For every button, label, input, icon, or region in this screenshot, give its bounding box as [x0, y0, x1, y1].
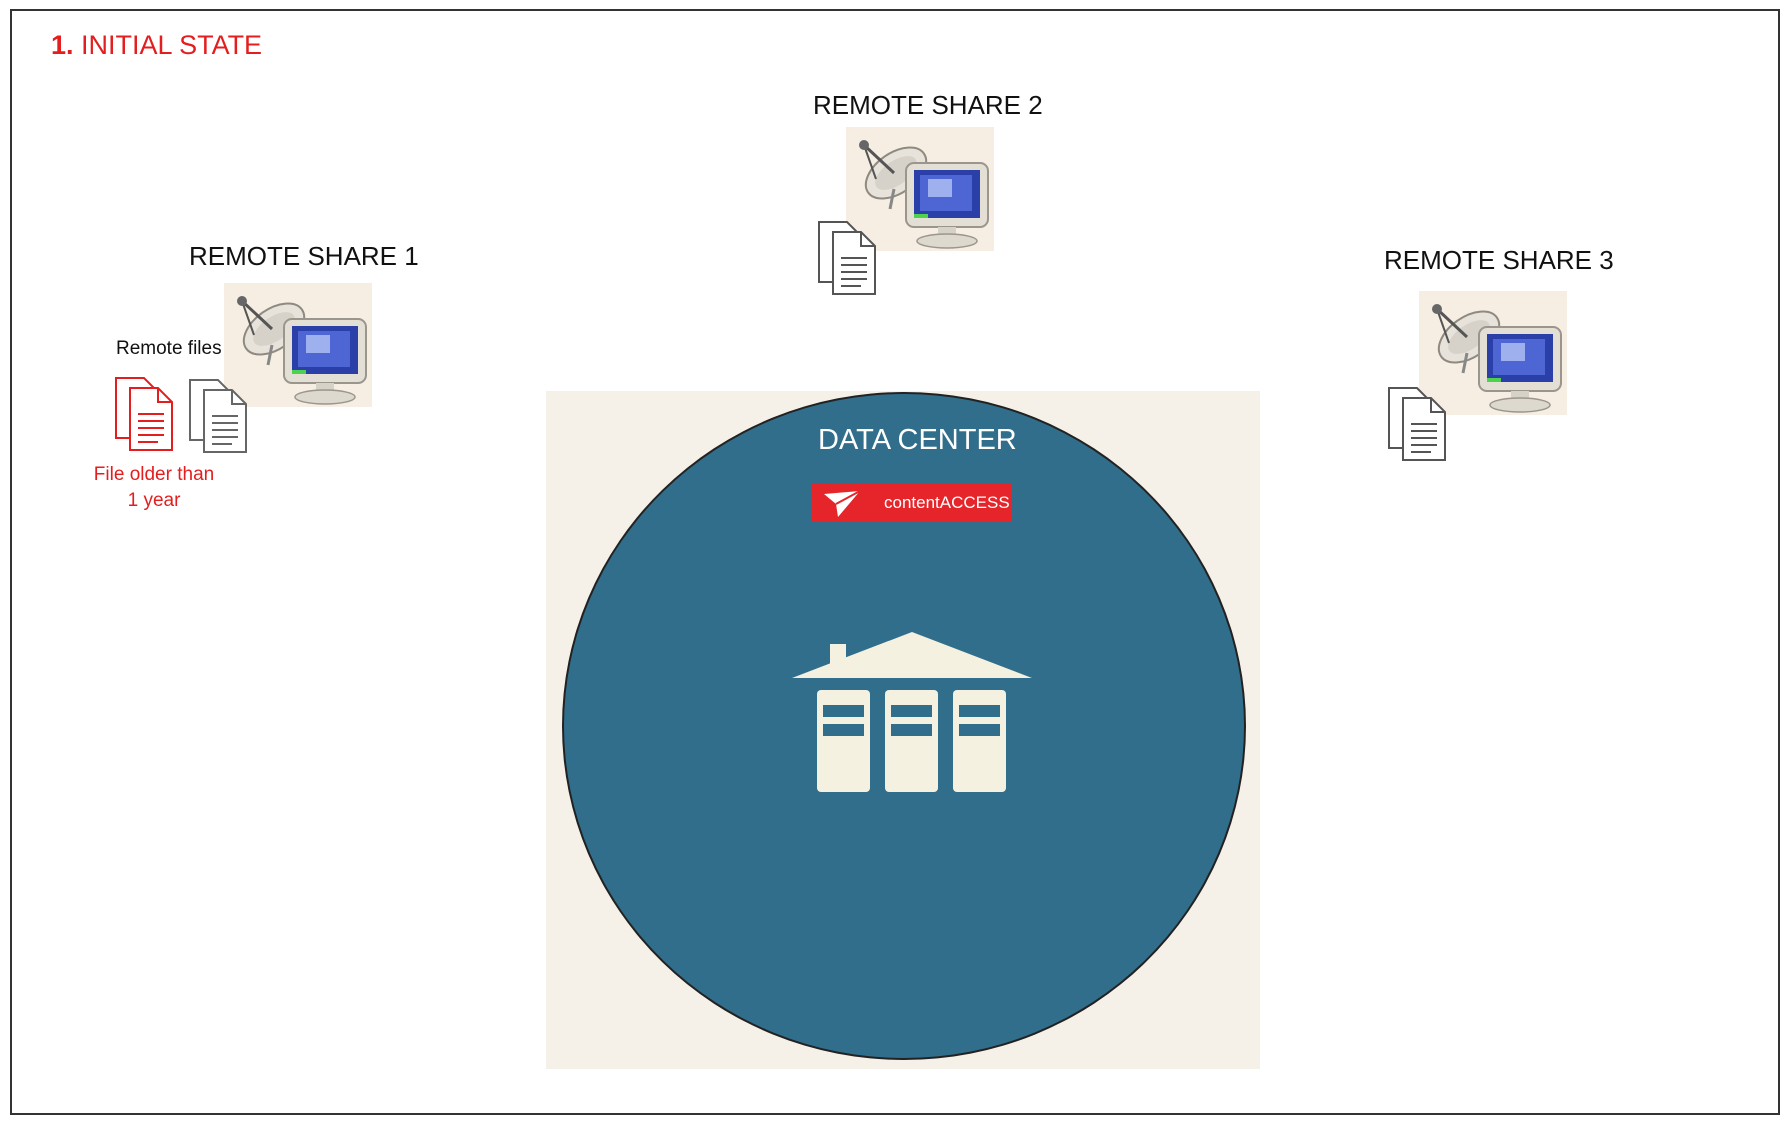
old-file-note-line1: File older than — [93, 464, 215, 485]
paper-plane-icon — [824, 490, 861, 517]
title-text: INITIAL STATE — [81, 30, 263, 60]
content-access-badge: contentACCESS — [812, 484, 1011, 522]
diagram-frame — [10, 9, 1780, 1115]
remote-share-2-label: REMOTE SHARE 2 — [813, 90, 1043, 120]
remote-share-3-label: REMOTE SHARE 3 — [1384, 245, 1614, 275]
data-center-label: DATA CENTER — [818, 424, 1017, 456]
data-center-building-icon — [792, 632, 1032, 792]
old-file-note-line2: 1 year — [127, 490, 181, 511]
title-number: 1. — [51, 30, 74, 60]
document-icon — [186, 376, 250, 456]
remote-files-label: Remote files — [116, 338, 222, 359]
old-file-note: File older than 1 year — [88, 462, 220, 514]
remote-share-1-label: REMOTE SHARE 1 — [189, 241, 419, 271]
red-document-icon — [112, 374, 176, 454]
document-icon — [1385, 384, 1449, 464]
document-icon — [815, 218, 879, 298]
diagram-title: 1. INITIAL STATE — [51, 30, 262, 61]
content-access-label: contentACCESS — [884, 493, 1010, 512]
